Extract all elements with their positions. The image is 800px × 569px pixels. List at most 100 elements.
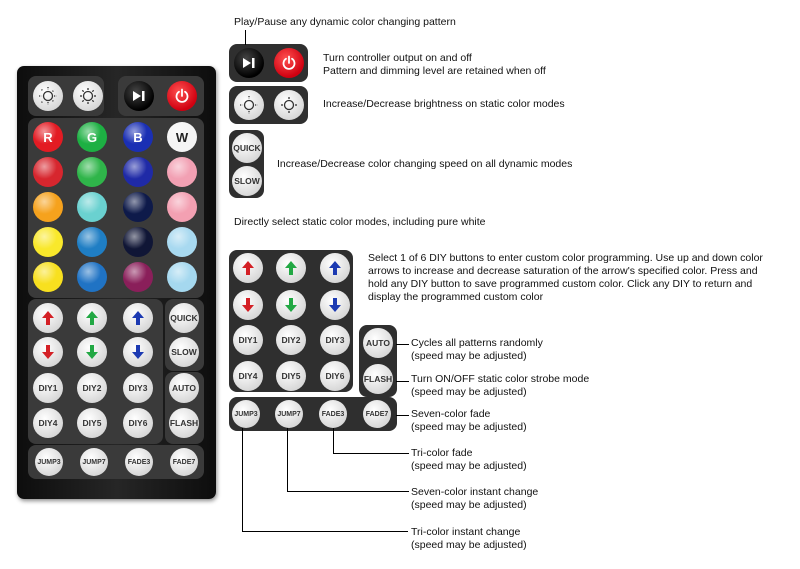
arrow-down-icon — [283, 297, 299, 313]
arrow-up-detail-button[interactable] — [233, 253, 263, 283]
transition-detail-button[interactable]: JUMP3 — [232, 400, 260, 428]
transition-detail-button[interactable]: FADE3 — [319, 400, 347, 428]
diy-detail-button[interactable]: DIY4 — [233, 361, 263, 391]
diy-label: DIY2 — [82, 383, 102, 393]
diy-button[interactable]: DIY4 — [33, 408, 63, 438]
transition-button[interactable]: JUMP7 — [80, 448, 108, 476]
diy-label: DIY3 — [325, 335, 345, 345]
flash-button[interactable]: FLASH — [169, 408, 199, 438]
diy-annotation-line4: display the programmed custom color — [368, 291, 544, 303]
transition-label: FADE7 — [172, 458, 196, 466]
diy-button[interactable]: DIY1 — [33, 373, 63, 403]
color-button[interactable] — [77, 192, 107, 222]
arrow-down-button[interactable] — [77, 337, 107, 367]
diy-button[interactable]: DIY5 — [77, 408, 107, 438]
diy-button[interactable]: DIY3 — [123, 373, 153, 403]
color-button[interactable] — [33, 262, 63, 292]
diy-button[interactable]: DIY2 — [77, 373, 107, 403]
play-pause-detail-button[interactable] — [234, 48, 264, 78]
play-pause-button[interactable] — [124, 81, 154, 111]
color-button[interactable] — [123, 227, 153, 257]
power-button[interactable] — [167, 81, 197, 111]
power-annotation-line1: Turn controller output on and off — [323, 52, 472, 64]
color-button[interactable] — [33, 192, 63, 222]
transition-button[interactable]: FADE7 — [170, 448, 198, 476]
diy-detail-button[interactable]: DIY1 — [233, 325, 263, 355]
diy-detail-button[interactable]: DIY3 — [320, 325, 350, 355]
diy-label: DIY6 — [128, 418, 148, 428]
color-button[interactable] — [123, 192, 153, 222]
diy-detail-button[interactable]: DIY2 — [276, 325, 306, 355]
slow-detail-button[interactable]: SLOW — [232, 166, 262, 196]
color-label: G — [86, 129, 98, 145]
color-button[interactable]: R — [33, 122, 63, 152]
sun-icon — [78, 86, 98, 106]
jump3-annotation-line1: Tri-color instant change — [411, 526, 521, 538]
flash-detail-button[interactable]: FLASH — [363, 364, 393, 394]
diy-detail-button[interactable]: DIY6 — [320, 361, 350, 391]
transition-label: JUMP3 — [234, 410, 258, 418]
diy-detail-button[interactable]: DIY5 — [276, 361, 306, 391]
arrow-up-detail-button[interactable] — [276, 253, 306, 283]
color-button[interactable] — [167, 262, 197, 292]
diy-button[interactable]: DIY6 — [123, 408, 153, 438]
arrow-down-icon — [327, 297, 343, 313]
auto-button[interactable]: AUTO — [169, 373, 199, 403]
color-button[interactable] — [123, 157, 153, 187]
arrow-up-icon — [327, 260, 343, 276]
arrow-down-icon — [240, 297, 256, 313]
arrow-up-icon — [130, 310, 146, 326]
color-button[interactable] — [33, 157, 63, 187]
arrow-down-button[interactable] — [33, 337, 63, 367]
arrow-up-icon — [240, 260, 256, 276]
arrow-down-button[interactable] — [123, 337, 153, 367]
brightness-up-detail-button[interactable] — [234, 90, 264, 120]
play-pause-icon — [131, 90, 147, 102]
transition-button[interactable]: FADE3 — [125, 448, 153, 476]
diy-label: DIY4 — [238, 371, 258, 381]
jump7-leader-line-h — [287, 491, 409, 492]
arrow-down-detail-button[interactable] — [276, 290, 306, 320]
color-button[interactable] — [123, 262, 153, 292]
color-button[interactable] — [167, 157, 197, 187]
arrow-up-button[interactable] — [77, 303, 107, 333]
color-button[interactable] — [167, 192, 197, 222]
arrow-down-detail-button[interactable] — [320, 290, 350, 320]
arrow-up-button[interactable] — [123, 303, 153, 333]
color-button[interactable]: W — [167, 122, 197, 152]
color-button[interactable] — [167, 227, 197, 257]
brightness-down-detail-button[interactable] — [274, 90, 304, 120]
diy-label: DIY1 — [238, 335, 258, 345]
fade3-leader-line-h — [333, 453, 409, 454]
power-icon — [174, 88, 190, 104]
transition-detail-button[interactable]: FADE7 — [363, 400, 391, 428]
arrow-up-button[interactable] — [33, 303, 63, 333]
auto-detail-button[interactable]: AUTO — [363, 328, 393, 358]
color-button[interactable] — [77, 262, 107, 292]
quick-button[interactable]: QUICK — [169, 303, 199, 333]
play-pause-annotation: Play/Pause any dynamic color changing pa… — [234, 16, 456, 28]
transition-detail-button[interactable]: JUMP7 — [275, 400, 303, 428]
quick-detail-button[interactable]: QUICK — [232, 133, 262, 163]
arrow-down-detail-button[interactable] — [233, 290, 263, 320]
arrow-down-icon — [40, 344, 56, 360]
color-button[interactable] — [33, 227, 63, 257]
fade7-annotation-line1: Seven-color fade — [411, 408, 491, 420]
brightness-up-button[interactable] — [33, 81, 63, 111]
color-button[interactable] — [77, 227, 107, 257]
slow-button[interactable]: SLOW — [169, 337, 199, 367]
transition-label: FADE7 — [365, 410, 389, 418]
transition-button[interactable]: JUMP3 — [35, 448, 63, 476]
color-button[interactable] — [77, 157, 107, 187]
quick-label: QUICK — [233, 143, 261, 153]
color-button[interactable]: B — [123, 122, 153, 152]
diy-label: DIY2 — [281, 335, 301, 345]
color-button[interactable]: G — [77, 122, 107, 152]
power-detail-button[interactable] — [274, 48, 304, 78]
auto-label: AUTO — [366, 338, 390, 348]
flash-label: FLASH — [169, 418, 199, 428]
brightness-down-button[interactable] — [73, 81, 103, 111]
arrow-down-icon — [84, 344, 100, 360]
arrow-up-detail-button[interactable] — [320, 253, 350, 283]
fade7-leader-line — [396, 415, 409, 416]
